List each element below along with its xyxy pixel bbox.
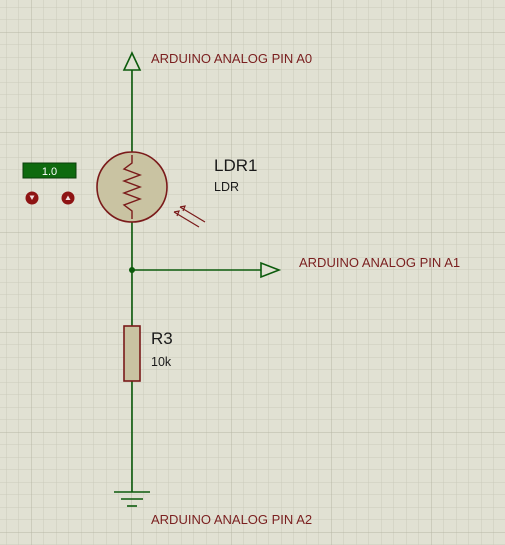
ldr-resistor-zigzag-icon: [122, 155, 142, 219]
resistor-reference: R3: [151, 329, 173, 348]
light-meter-display: [22, 162, 77, 179]
net-label-top: ARDUINO ANALOG PIN A0: [151, 51, 312, 66]
output-terminal-arrow[interactable]: [260, 261, 282, 279]
ldr-component[interactable]: [96, 151, 206, 228]
ldr-reference: LDR1: [214, 156, 257, 175]
light-decrease-button[interactable]: [25, 191, 39, 205]
ldr-body[interactable]: [96, 151, 168, 223]
resistor-component[interactable]: [123, 325, 141, 382]
resistor-value: 10k: [151, 355, 172, 369]
up-arrow-icon: [65, 195, 71, 200]
ldr-value: LDR: [214, 180, 239, 194]
resistor-body[interactable]: [123, 325, 141, 382]
down-arrow-icon: [29, 195, 35, 200]
net-label-bottom: ARDUINO ANALOG PIN A2: [151, 512, 312, 527]
light-increase-button[interactable]: [61, 191, 75, 205]
junction-dot[interactable]: [129, 267, 135, 273]
light-meter-reading: 1.0: [42, 166, 57, 178]
light-meter-widget[interactable]: 1.0: [22, 162, 77, 205]
power-terminal-arrow[interactable]: [122, 51, 142, 71]
light-arrows-icon: [173, 205, 206, 228]
net-label-middle: ARDUINO ANALOG PIN A1: [299, 255, 460, 270]
ground-symbol[interactable]: [114, 491, 150, 507]
